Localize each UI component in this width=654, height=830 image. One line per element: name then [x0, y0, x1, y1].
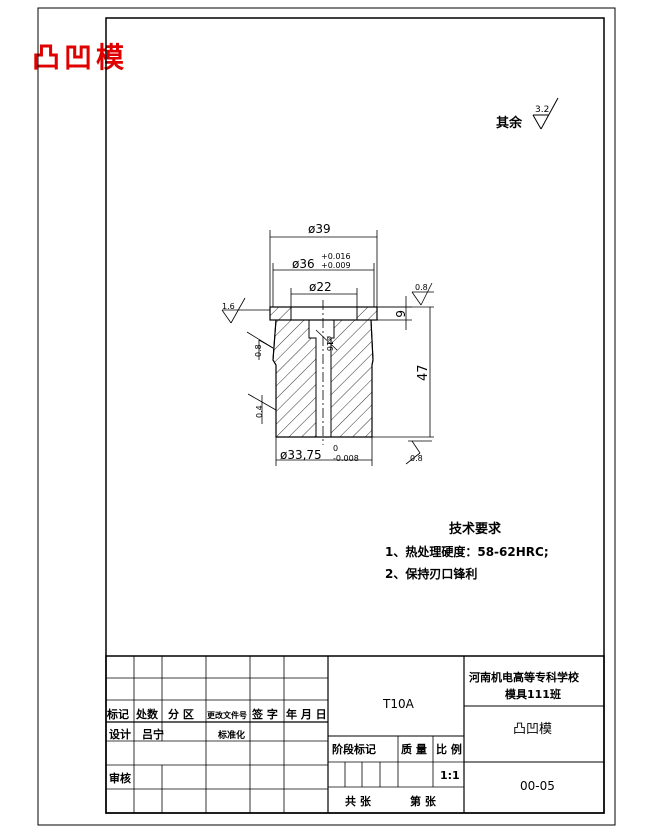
svg-text:0.8: 0.8 [415, 283, 428, 292]
roughness-0_4-side [247, 393, 277, 424]
dim-d36-tol-lower: +0.009 [321, 261, 351, 270]
dim-d16-text: ø16 [325, 336, 334, 351]
flange-right [356, 306, 378, 321]
tb-standard-label: 标准化 [217, 729, 245, 741]
tb-header-sign: 签 字 [251, 707, 278, 721]
tb-header-zone: 分 区 [168, 707, 194, 721]
tb-drawing-no: 00-05 [520, 779, 555, 793]
svg-text:0.8: 0.8 [254, 344, 263, 357]
wall-right [330, 319, 374, 438]
dim-d36-tol-upper: +0.016 [321, 252, 351, 261]
dim-d39-text: ø39 [308, 222, 331, 236]
dim-d36-text: ø36 [292, 257, 315, 271]
tb-sheet-num: 第 张 [410, 794, 437, 808]
svg-text:0.8: 0.8 [410, 454, 423, 463]
dimension-d36 [272, 263, 375, 307]
part-section [269, 300, 378, 445]
dimension-h47 [372, 306, 434, 438]
dim-d33-tol-upper: 0 [333, 444, 338, 453]
tb-review-label: 审核 [109, 771, 131, 785]
tb-header-date: 年 月 日 [286, 707, 327, 721]
tb-designer: 吕宁 [142, 727, 164, 741]
roughness-0_8-side [246, 331, 274, 360]
tb-class: 模具111班 [505, 687, 561, 701]
dim-d33-tol-lower: -0.008 [333, 454, 359, 463]
tb-header-count: 处数 [135, 707, 159, 721]
title-block [105, 655, 605, 814]
tb-stage-scale: 比 例 [436, 742, 462, 756]
surface-label: 其余 [496, 115, 523, 131]
roughness-1_6 [221, 297, 270, 324]
tech-req-item-2: 2、保持刃口锋利 [385, 566, 477, 581]
tb-stage-mass: 质 量 [401, 742, 427, 756]
tb-scale: 1:1 [440, 769, 460, 782]
tech-req-heading: 技术要求 [449, 521, 502, 537]
svg-text:3.2: 3.2 [535, 105, 549, 115]
tb-stage-mark: 阶段标记 [332, 742, 376, 756]
page-title: 凸凹模 [32, 41, 129, 74]
sheet-border-outer [37, 7, 616, 826]
svg-text:1.6: 1.6 [222, 302, 235, 311]
roughness-0_8-top [411, 282, 434, 306]
roughness-0_8-bottom [405, 440, 432, 465]
tb-header-mark: 标记 [106, 707, 129, 721]
dimension-d22 [290, 288, 358, 307]
dim-h47-text: 47 [416, 364, 431, 381]
dim-d22-text: ø22 [309, 280, 332, 294]
dimension-d39 [269, 230, 378, 307]
flange-left [269, 306, 292, 321]
dim-d33-text: ø33,75 [280, 448, 322, 462]
dim-h6-text: 6 [393, 310, 407, 318]
tb-school: 河南机电高等专科学校 [469, 670, 580, 684]
wall-left [272, 319, 317, 438]
tb-part-name: 凸凹模 [513, 722, 552, 737]
tb-header-docno: 更改文件号 [207, 710, 247, 720]
tb-material: T10A [382, 697, 415, 711]
tech-req-item-1: 1、热处理硬度：58-62HRC; [385, 544, 549, 559]
tb-design-label: 设计 [109, 727, 131, 741]
roughness-symbol-general: 3.2 [532, 97, 559, 130]
tb-sheet-total: 共 张 [345, 794, 372, 808]
dimension-d33 [275, 437, 373, 466]
svg-text:0.4: 0.4 [255, 405, 264, 418]
